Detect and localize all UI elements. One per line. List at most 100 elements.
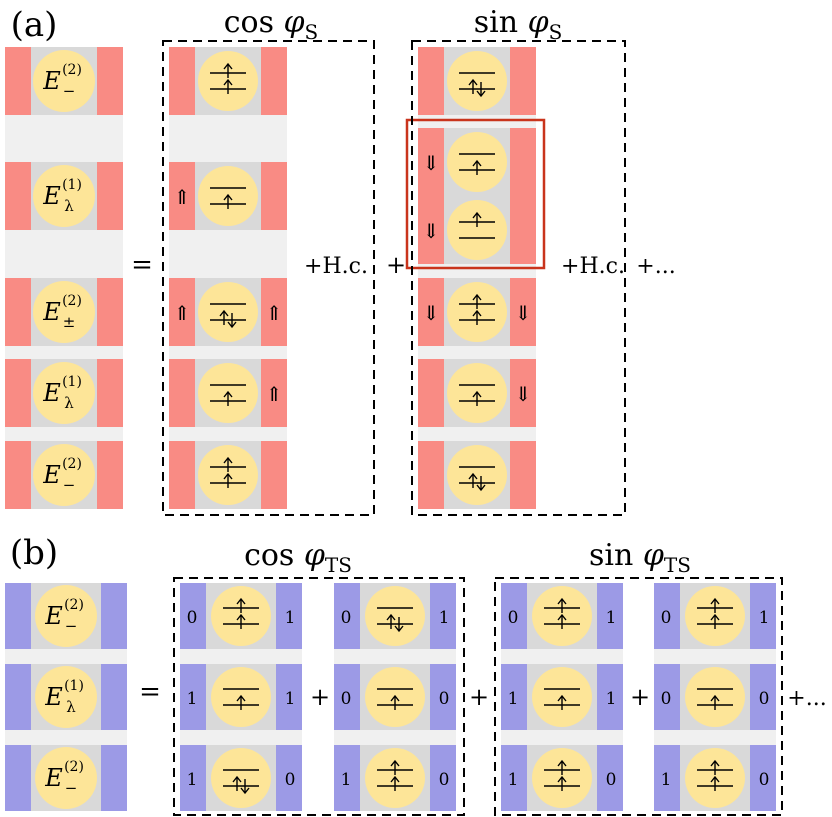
quantum-dot [35, 747, 97, 809]
chain-link [169, 427, 287, 441]
lead-occupation-right: 0 [759, 689, 770, 709]
quantum-dot [211, 748, 271, 808]
energy-subscript: − [65, 779, 78, 797]
quantum-dot [33, 165, 95, 227]
left-lead [334, 583, 360, 649]
cos-site-a: ⇑ [169, 359, 287, 427]
quantum-dot [447, 51, 507, 111]
right-lead [510, 359, 536, 427]
lead-spin-right: ⇓ [515, 382, 532, 406]
lead-occupation-left: 0 [187, 608, 198, 628]
chain-link [334, 649, 456, 664]
left-lead [418, 47, 444, 115]
quantum-dot [33, 281, 95, 343]
chain-link [334, 730, 456, 745]
lead-occupation-right: 0 [285, 770, 296, 790]
quantum-dot [33, 50, 95, 112]
ellipsis-a: +... [636, 254, 675, 279]
lead-spin-right: ⇑ [266, 382, 283, 406]
lhs-site-a: E(2)± [5, 278, 123, 346]
left-lead [501, 664, 527, 730]
lead-spin-left: ⇑ [174, 185, 191, 209]
lhs-site-a: E(1)λ [5, 162, 123, 230]
left-lead [418, 196, 444, 264]
panel-b-cos-header: cos φTS [244, 538, 352, 577]
lead-occupation-left: 0 [508, 608, 519, 628]
lead-occupation-left: 1 [187, 770, 198, 790]
right-lead [97, 278, 123, 346]
chain-link [418, 115, 536, 128]
chain-link [501, 730, 623, 745]
plus-b-1: + [310, 683, 330, 711]
left-lead [5, 162, 31, 230]
energy-label: E [44, 602, 63, 630]
left-lead [5, 745, 31, 811]
right-lead [510, 47, 536, 115]
quantum-dot [447, 445, 507, 505]
energy-superscript: (2) [62, 456, 82, 472]
left-lead [418, 128, 444, 196]
lhs-site-b: E(2) − [5, 745, 127, 811]
left-lead [169, 441, 195, 509]
right-lead [430, 745, 456, 811]
right-lead [261, 162, 287, 230]
quantum-dot [35, 666, 97, 728]
chain-link [5, 427, 123, 441]
chain-link [169, 115, 287, 162]
left-lead [654, 664, 680, 730]
sin-site-a: ⇓ [418, 128, 536, 196]
energy-subscript: λ [64, 197, 74, 215]
left-lead [180, 745, 206, 811]
right-lead [97, 441, 123, 509]
energy-subscript: − [63, 476, 76, 494]
hc-a-2: +H.c. [561, 254, 625, 279]
left-lead [5, 359, 31, 427]
lead-occupation-right: 0 [439, 770, 450, 790]
lead-occupation-left: 0 [341, 689, 352, 709]
right-lead [276, 664, 302, 730]
energy-label: E [42, 182, 61, 210]
lead-occupation-right: 0 [606, 770, 617, 790]
plus-b-2: + [469, 683, 489, 711]
lhs-site-a: E(2)− [5, 441, 123, 509]
cos-site-a: ⇑⇑ [169, 278, 287, 346]
left-lead [501, 745, 527, 811]
energy-subscript: − [63, 82, 76, 100]
chain-link [180, 730, 302, 745]
sin-site-a: ⇓ [418, 359, 536, 427]
left-lead [654, 745, 680, 811]
left-lead [169, 278, 195, 346]
left-lead [418, 441, 444, 509]
left-lead [5, 47, 31, 115]
right-lead [261, 278, 287, 346]
right-lead [261, 441, 287, 509]
lead-occupation-right: 0 [439, 689, 450, 709]
cos-group-frame-b [173, 577, 465, 816]
plus-a: + [386, 251, 406, 279]
left-lead [180, 664, 206, 730]
right-lead [276, 583, 302, 649]
energy-superscript: (2) [64, 759, 84, 775]
lead-occupation-left: 1 [508, 689, 519, 709]
lead-occupation-right: 1 [606, 689, 617, 709]
left-lead [169, 359, 195, 427]
left-lead [5, 441, 31, 509]
chain-link [418, 264, 536, 278]
sin-site-a: ⇓⇓ [418, 278, 536, 346]
lead-occupation-left: 1 [508, 770, 519, 790]
sin-site-a: ⇓ [418, 196, 536, 264]
left-lead [418, 278, 444, 346]
energy-superscript: (2) [62, 293, 82, 309]
lhs-site-a: E(1)λ [5, 359, 123, 427]
energy-label: E [44, 764, 63, 792]
right-lead [597, 664, 623, 730]
lhs-site-a: E(2)− [5, 47, 123, 115]
left-lead [654, 583, 680, 649]
right-lead [597, 745, 623, 811]
quantum-dot [198, 282, 258, 342]
equals-b: = [139, 677, 161, 707]
lead-occupation-right: 0 [759, 770, 770, 790]
